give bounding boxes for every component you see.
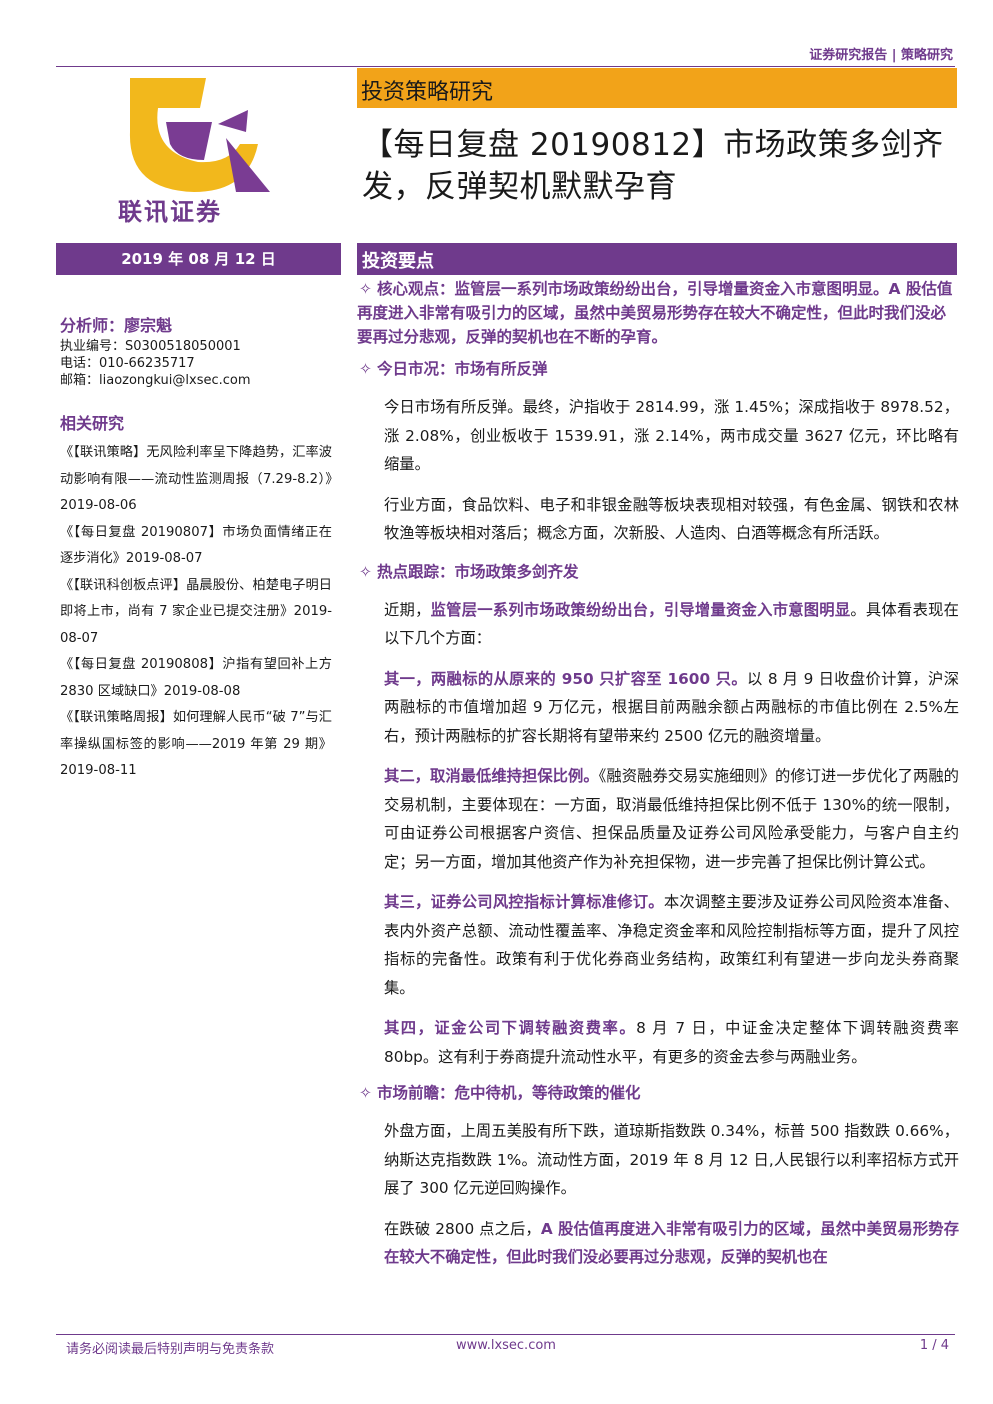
related-item[interactable]: 《【联讯科创板点评】晶晨股份、柏楚电子明日即将上市，尚有 7 家企业已提交注册》… [60,577,332,646]
today-paragraph-1: 今日市场有所反弹。最终，沪指收于 2814.99，涨 1.45%；深成指收于 8… [384,398,959,473]
analyst-license: 执业编号：S0300518050001 [60,339,241,354]
footer-divider [56,1334,955,1335]
report-title: 【每日复盘 20190812】市场政策多剑齐发，反弹契机默默孕育 [362,127,944,205]
analyst-email[interactable]: 邮箱：liaozongkui@lxsec.com [60,373,251,388]
outlook-heading: ✧市场前瞻：危中待机，等待政策的催化 [357,1081,959,1105]
footer-website-link[interactable]: www.lxsec.com [456,1338,556,1353]
report-date: 2019 年 08 月 12 日 [56,243,341,275]
analyst-name: 分析师：廖宗魁 [60,316,173,335]
today-paragraph-2: 行业方面，食品饮料、电子和非银金融等板块表现相对较强，有色金属、钢铁和农林牧渔等… [384,495,959,543]
page-number: 1 / 4 [919,1338,949,1353]
today-heading: ✧今日市况：市场有所反弹 [357,357,959,381]
outlook-paragraph-1: 外盘方面，上周五美股有所下跌，道琼斯指数跌 0.34%，标普 500 指数跌 0… [384,1122,959,1197]
category-label: 投资策略研究 [361,80,494,105]
section-title: 投资要点 [362,251,434,272]
related-item[interactable]: 《【每日复盘 20190807】市场负面情绪正在逐步消化》2019-08-07 [60,524,332,567]
diamond-bullet-icon: ✧ [359,1084,372,1102]
company-logo-icon [129,78,270,192]
diamond-bullet-icon: ✧ [359,360,372,378]
header-divider [56,66,955,67]
diamond-bullet-icon: ✧ [359,280,372,298]
related-item[interactable]: 《【每日复盘 20190808】沪指有望回补上方 2830 区域缺口》2019-… [60,657,332,699]
related-item[interactable]: 《【联讯策略】无风险利率呈下降趋势，汇率波动影响有限——流动性监测周报（7.29… [60,445,332,513]
main-content: ✧核心观点：监管层一系列市场政策纷纷出台，引导增量资金入市意图明显。A 股估值再… [357,275,959,1272]
related-research: 相关研究 《【联讯策略】无风险利率呈下降趋势，汇率波动影响有限——流动性监测周报… [60,410,332,785]
related-research-title: 相关研究 [60,414,125,433]
related-item[interactable]: 《【联讯策略周报】如何理解人民币“破 7”与汇率操纵国标签的影响——2019 年… [60,710,332,778]
company-logo-text: 联讯证券 [118,197,222,226]
footer-disclaimer: 请务必阅读最后特别声明与免责条款 [66,1342,275,1357]
point-4: 其四，证金公司下调转融资费率。8 月 7 日，中证金决定整体下调转融资费率 80… [384,1019,959,1066]
point-1: 其一，两融标的从原来的 950 只扩容至 1600 只。以 8 月 9 日收盘价… [384,669,959,745]
point-2: 其二，取消最低维持担保比例。《融资融券交易实施细则》的修订进一步优化了两融的交易… [384,767,959,871]
diamond-bullet-icon: ✧ [359,562,372,581]
hot-heading: ✧热点跟踪：市场政策多剑齐发 [357,560,959,584]
analyst-info: 分析师：廖宗魁 执业编号：S0300518050001 电话：010-66235… [60,312,345,389]
core-view-heading: ✧核心观点：监管层一系列市场政策纷纷出台，引导增量资金入市意图明显。A 股估值再… [357,277,959,349]
core-view-text: 监管层一系列市场政策纷纷出台，引导增量资金入市意图明显。A 股估值再度进入非常有… [357,280,953,346]
category-banner: 投资策略研究 [357,68,957,108]
outlook-paragraph-2: 在跌破 2800 点之后，A 股估值再度进入非常有吸引力的区域，虽然中美贸易形势… [384,1219,959,1267]
section-banner: 投资要点 [357,243,957,275]
analyst-phone: 电话：010-66235717 [60,356,195,371]
point-3: 其三，证券公司风控指标计算标准修订。本次调整主要涉及证券公司风险资本准备、表内外… [384,893,959,997]
hot-intro: 近期，监管层一系列市场政策纷纷出台，引导增量资金入市意图明显。具体看表现在以下几… [384,600,959,648]
report-type-label: 证券研究报告 | 策略研究 [809,48,953,63]
